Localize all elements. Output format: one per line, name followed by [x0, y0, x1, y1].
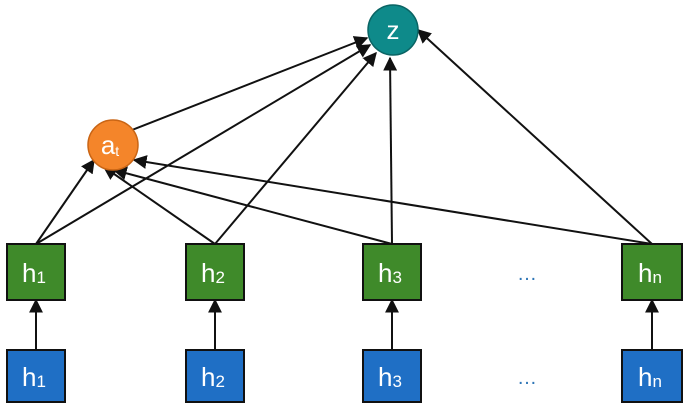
hidden-node-3-label: h	[378, 258, 392, 288]
svg-text:h1: h1	[22, 362, 46, 392]
hidden-node-2-label: h	[201, 258, 215, 288]
edge-hidden1-z	[35, 44, 372, 245]
edges	[29, 29, 659, 350]
edge-hidden2-z	[214, 51, 377, 245]
edge-hidden2-attention	[102, 166, 216, 245]
input-node-1-subscript: 1	[37, 372, 46, 391]
input-layer-ellipsis: …	[517, 367, 537, 389]
svg-text:h3: h3	[378, 362, 402, 392]
svg-text:h3: h3	[378, 258, 402, 288]
input-node-2-subscript: 2	[216, 372, 225, 391]
hidden-node-n-label: h	[638, 258, 652, 288]
edge-hiddenn-attention	[132, 155, 653, 245]
attention-node-subscript: t	[115, 143, 119, 159]
hidden-node-1-subscript: 1	[37, 268, 46, 287]
svg-text:hn: hn	[638, 258, 662, 288]
hidden-node-3: h3	[362, 243, 422, 301]
hidden-node-1-label: h	[22, 258, 36, 288]
input-node-3-subscript: 3	[393, 372, 402, 391]
input-node-1-label: h	[22, 362, 36, 392]
input-node-3: h3	[362, 349, 422, 403]
hidden-node-n-subscript: n	[653, 268, 662, 287]
hidden-node-2: h2	[185, 243, 245, 301]
input-node-1: h1	[6, 349, 66, 403]
z-node-label: z	[387, 15, 400, 45]
attention-node-label: a	[101, 130, 116, 160]
input-node-n-label: h	[638, 362, 652, 392]
svg-text:at: at	[101, 130, 119, 160]
input-layer: h1 h2 h3 … hn	[6, 349, 683, 403]
edge-attention-z	[131, 36, 369, 131]
svg-text:h2: h2	[201, 258, 225, 288]
input-node-2-label: h	[201, 362, 215, 392]
svg-text:h1: h1	[22, 258, 46, 288]
edge-hidden3-attention	[112, 166, 393, 245]
edge-hidden3-z	[383, 56, 398, 245]
z-node: z	[367, 4, 419, 56]
input-node-2: h2	[185, 349, 245, 403]
input-node-n: hn	[621, 349, 683, 403]
input-node-3-label: h	[378, 362, 392, 392]
hidden-node-2-subscript: 2	[216, 268, 225, 287]
hidden-layer: h1 h2 h3 … hn	[6, 243, 683, 301]
hidden-layer-ellipsis: …	[517, 263, 537, 285]
hidden-node-3-subscript: 3	[393, 268, 402, 287]
attention-node: at	[87, 119, 139, 171]
edge-hidden1-attention	[35, 158, 95, 245]
hidden-node-1: h1	[6, 243, 66, 301]
svg-text:hn: hn	[638, 362, 662, 392]
edge-hiddenn-z	[416, 29, 653, 245]
hidden-node-n: hn	[621, 243, 683, 301]
input-node-n-subscript: n	[653, 372, 662, 391]
svg-text:h2: h2	[201, 362, 225, 392]
